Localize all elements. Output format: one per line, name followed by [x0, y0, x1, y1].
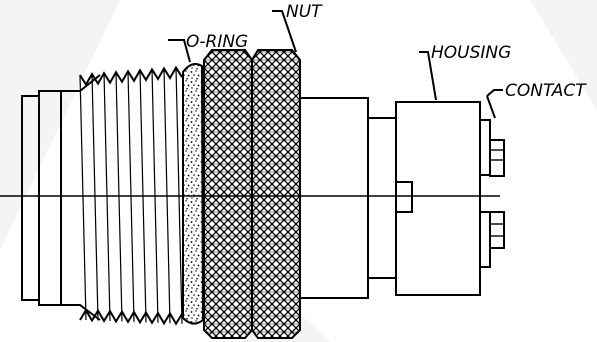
contact-pins [479, 119, 505, 268]
rear-flange [21, 90, 62, 306]
o-ring-label: O-RING [186, 32, 248, 52]
nut-part [203, 49, 301, 339]
coupling-body [299, 97, 397, 299]
leader-lines [168, 10, 503, 119]
housing-label: HOUSING [431, 43, 511, 63]
o-ring-part [182, 63, 205, 325]
contact-label: CONTACT [505, 81, 587, 101]
housing-part [395, 101, 481, 296]
nut-label: NUT [286, 2, 323, 22]
threaded-body [61, 65, 183, 326]
